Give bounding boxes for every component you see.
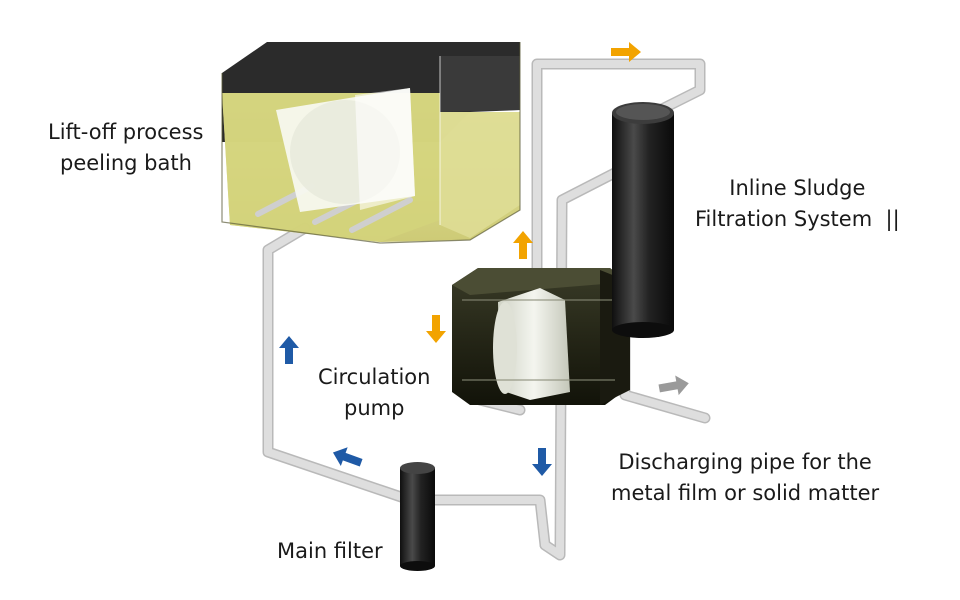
inline-filter-label-line1: Inline Sludge	[729, 176, 866, 200]
main-filter-cylinder	[400, 462, 435, 571]
inline-filter-label-line2: Filtration System ||	[695, 207, 900, 231]
arrow-up-icon	[279, 336, 299, 364]
circulation-pump-label-line2: pump	[344, 396, 405, 420]
peeling-bath-label-line2: peeling bath	[60, 151, 192, 175]
discharging-pipe-label-line1: Discharging pipe for the	[618, 450, 872, 474]
peeling-bath-label-line1: Lift-off process	[48, 120, 204, 144]
peeling-bath-label: Lift-off process peeling bath	[48, 117, 203, 179]
main-filter-label: Main filter	[277, 536, 383, 567]
circulation-pump-label-line1: Circulation	[318, 365, 431, 389]
inline-filter-cylinder	[612, 102, 674, 338]
arrow-down-icon	[426, 315, 446, 343]
arrow-left-icon	[332, 447, 363, 467]
discharging-pipe-label: Discharging pipe for the metal film or s…	[611, 447, 879, 509]
inline-filter-label: Inline Sludge Filtration System ||	[695, 173, 900, 235]
pipe-network	[262, 58, 711, 561]
arrow-up-icon	[513, 231, 533, 259]
peeling-bath-tank	[221, 42, 521, 244]
discharging-pipe-label-line2: metal film or solid matter	[611, 481, 880, 505]
flow-arrows	[279, 42, 689, 476]
circulation-pump	[452, 268, 630, 405]
arrow-right-icon	[658, 375, 689, 396]
arrow-down-icon	[532, 448, 552, 476]
circulation-pump-label: Circulation pump	[318, 362, 430, 424]
main-filter-label-text: Main filter	[277, 539, 383, 563]
arrow-right-icon	[611, 42, 641, 62]
